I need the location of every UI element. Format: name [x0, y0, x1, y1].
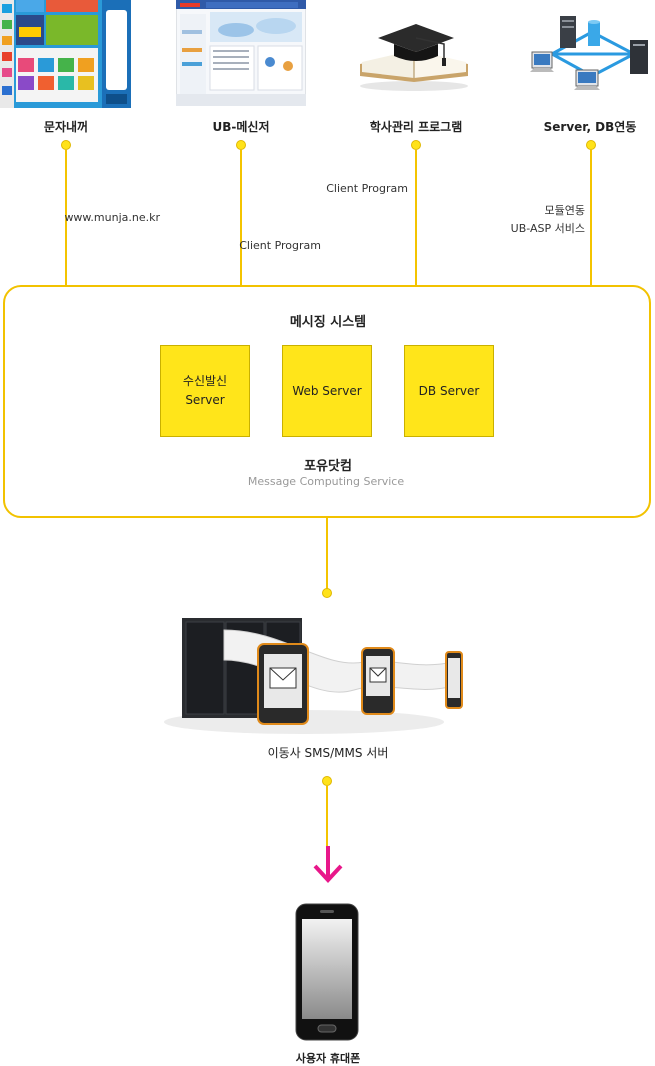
connector-line-academic: [415, 150, 417, 286]
carrier-top-dot: [322, 588, 332, 598]
system-to-carrier-line: [326, 518, 328, 590]
connector-line-ub-messenger: [240, 150, 242, 286]
carrier-to-user-line: [326, 786, 328, 848]
web-server-box: Web Server: [282, 345, 372, 437]
db-server-box: DB Server: [404, 345, 494, 437]
source-label-munjanae: 문자내꺼: [43, 120, 89, 134]
munjanae-website-thumbnail: [0, 0, 131, 108]
carrier-server-label: 이동사 SMS/MMS 서버: [267, 746, 389, 760]
ub-messenger-website-thumbnail: [176, 0, 306, 106]
source-label-server-db: Server, DB연동: [543, 120, 637, 134]
academic-client-program-note: Client Program: [326, 182, 408, 195]
arrow-down-icon: [312, 844, 344, 884]
graduation-cap-book-icon: [356, 14, 472, 92]
connector-line-server-db: [590, 150, 592, 286]
company-name: 포유닷컴: [304, 459, 352, 474]
company-subtitle: Message Computing Service: [247, 475, 405, 488]
send-receive-server-box: 수신발신 Server: [160, 345, 250, 437]
server-asp-note: UB-ASP 서비스: [510, 222, 585, 235]
source-label-academic-program: 학사관리 프로그램: [369, 120, 463, 134]
server-network-icon: [530, 14, 654, 94]
ub-client-program-note: Client Program: [239, 239, 321, 252]
munjanae-url-note: www.munja.ne.kr: [64, 211, 160, 224]
connector-dot-server-db: [586, 140, 596, 150]
messaging-system-title: 메시징 시스템: [289, 315, 367, 330]
carrier-bottom-dot: [322, 776, 332, 786]
connector-dot-ub-messenger: [236, 140, 246, 150]
connector-dot-academic: [411, 140, 421, 150]
connector-dot-munjanae: [61, 140, 71, 150]
source-label-ub-messenger: UB-메신저: [212, 120, 270, 134]
connector-line-munjanae: [65, 150, 67, 286]
carrier-server-illustration: [164, 610, 470, 738]
user-phone-icon: [294, 903, 360, 1041]
server-module-note: 모듈연동: [544, 204, 585, 217]
user-phone-label: 사용자 휴대폰: [295, 1052, 361, 1065]
